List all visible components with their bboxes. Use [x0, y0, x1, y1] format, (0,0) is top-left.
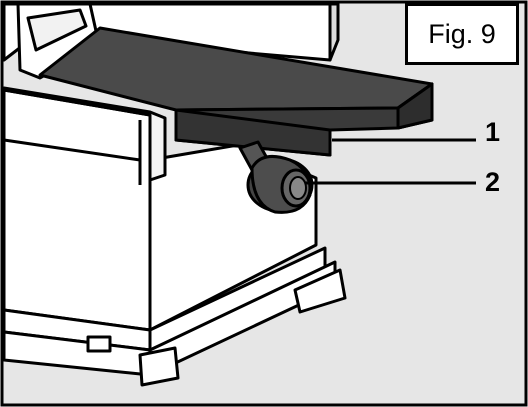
figure-label: Fig. 9 [405, 3, 519, 65]
locking-knob [238, 140, 314, 214]
table-extension [38, 26, 434, 157]
callout-number-2: 2 [485, 167, 501, 197]
fence-assembly [2, 2, 340, 80]
callout-number-1: 1 [485, 117, 501, 147]
machine-body [2, 86, 347, 387]
